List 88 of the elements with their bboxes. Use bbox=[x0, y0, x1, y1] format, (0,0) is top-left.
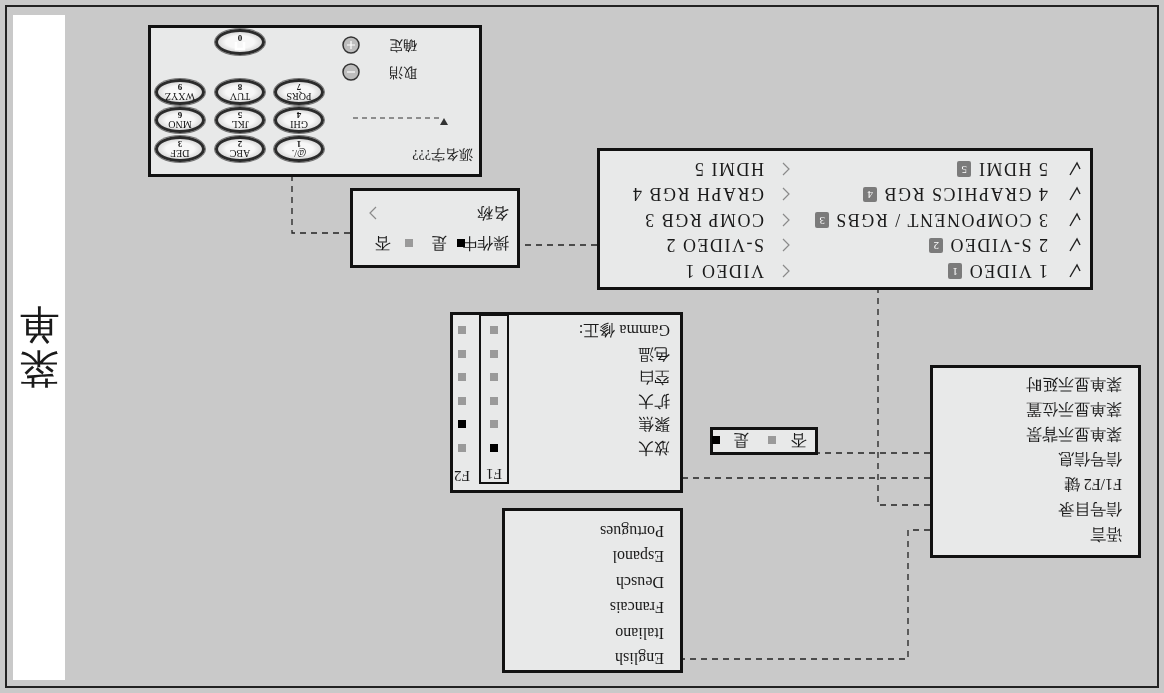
key-letters: ABC bbox=[229, 148, 251, 159]
key-letters: @/. bbox=[291, 148, 307, 159]
menu-item: Deusch bbox=[616, 572, 664, 592]
keypad-key bbox=[274, 136, 324, 162]
connector-line bbox=[682, 529, 931, 660]
key-letters: TUV bbox=[229, 91, 251, 102]
title-band bbox=[13, 15, 65, 680]
source-label: 4 GRAPHICS RGB bbox=[882, 183, 1048, 206]
key-digit: 1 bbox=[296, 139, 302, 149]
menu-item: Francais bbox=[609, 598, 664, 618]
option-label: 是 bbox=[733, 431, 749, 450]
connector-line bbox=[291, 176, 351, 234]
connector-line bbox=[877, 289, 931, 506]
menu-item: 菜单显示背景 bbox=[1026, 425, 1122, 444]
option-label: 是 bbox=[431, 234, 447, 253]
key-digit: 8 bbox=[237, 82, 243, 92]
source-label: 5 HDMI bbox=[977, 158, 1048, 181]
key-letters: GHI bbox=[290, 119, 308, 130]
keypad-key bbox=[155, 107, 205, 133]
menu-item: 菜单显示延时 bbox=[1026, 375, 1122, 394]
function-key-panel bbox=[450, 312, 683, 493]
menu-item: 放大 bbox=[638, 439, 670, 458]
menu-item: 扩大 bbox=[638, 391, 670, 411]
menu-panel bbox=[502, 508, 683, 673]
menu-item: 名称 bbox=[477, 204, 509, 223]
input-source-panel bbox=[597, 148, 1093, 290]
source-name: GRAPH RGB 4 bbox=[631, 183, 764, 206]
option-label: 否 bbox=[791, 431, 807, 450]
menu-item: English bbox=[615, 648, 664, 668]
key-digit: 0 bbox=[237, 33, 243, 42]
keypad-key bbox=[215, 136, 265, 162]
option-panel bbox=[710, 427, 818, 455]
key-digit: 4 bbox=[296, 110, 302, 120]
source-number-badge: 5 bbox=[957, 161, 971, 177]
key-letters: DEF bbox=[170, 148, 190, 159]
keypad-key bbox=[274, 79, 324, 105]
menu-item: 聚焦 bbox=[638, 415, 670, 435]
source-label: 2 S-VIDEO bbox=[949, 234, 1048, 257]
connector-line bbox=[682, 477, 931, 479]
menu-item: 语言 bbox=[1090, 525, 1122, 544]
key-letters: PQRS bbox=[286, 91, 312, 102]
source-name: S-VIDEO 2 bbox=[665, 234, 764, 257]
source-number-badge: 3 bbox=[815, 212, 829, 228]
menu-item: Gamma 修正: bbox=[578, 321, 670, 340]
keypad-key bbox=[155, 136, 205, 162]
menu-item: 菜单显示位置 bbox=[1026, 400, 1122, 419]
menu-item: Portugues bbox=[600, 521, 664, 541]
source-name: COMP RGB 3 bbox=[643, 209, 764, 232]
button-label: 取消 bbox=[389, 63, 417, 81]
source-name: VIDEO 1 bbox=[684, 260, 764, 283]
keypad-key bbox=[155, 79, 205, 105]
menu-item: 信号信息 bbox=[1058, 450, 1122, 469]
source-number-badge: 2 bbox=[929, 237, 943, 254]
keypad-key bbox=[215, 29, 265, 55]
menu-title: 菜单 bbox=[19, 303, 59, 392]
keypad-title: 源名字??? bbox=[412, 145, 473, 163]
source-number-badge: 1 bbox=[948, 263, 962, 279]
keypad-key bbox=[274, 107, 324, 133]
menu-item: 色温 bbox=[638, 344, 670, 364]
key-digit: 2 bbox=[237, 139, 243, 149]
column-header: F1 bbox=[486, 465, 502, 484]
key-digit: 9 bbox=[177, 82, 183, 92]
key-digit: 6 bbox=[177, 110, 183, 120]
column-outline bbox=[479, 314, 509, 484]
source-label: 1 VIDEO bbox=[968, 260, 1048, 283]
source-name: HDMI 5 bbox=[693, 158, 764, 181]
key-digit: 7 bbox=[296, 82, 302, 92]
key-letters: JKL bbox=[231, 119, 249, 130]
menu-item: F1/F2 键 bbox=[1063, 475, 1122, 494]
menu-item: Italiano bbox=[615, 623, 664, 643]
keypad-panel bbox=[148, 25, 482, 177]
keypad-key bbox=[215, 79, 265, 105]
source-number-badge: 4 bbox=[863, 186, 877, 203]
option-label: 否 bbox=[375, 234, 391, 253]
button-label: 确定 bbox=[389, 36, 417, 54]
key-digit: 5 bbox=[237, 110, 243, 120]
key-digit: 3 bbox=[177, 139, 183, 149]
column-header: F2 bbox=[454, 467, 470, 486]
menu-item: Espanol bbox=[612, 546, 664, 567]
menu-item: 信号目录 bbox=[1058, 500, 1122, 519]
key-letters: MNO bbox=[168, 119, 192, 130]
menu-panel bbox=[930, 365, 1141, 558]
name-panel bbox=[350, 188, 520, 268]
key-letters: WXYZ bbox=[165, 91, 195, 102]
keypad-key bbox=[215, 107, 265, 133]
connector-line bbox=[817, 452, 931, 454]
menu-item: 空白 bbox=[638, 368, 670, 388]
source-label: 3 COMPONENT / RGBS bbox=[834, 209, 1048, 232]
